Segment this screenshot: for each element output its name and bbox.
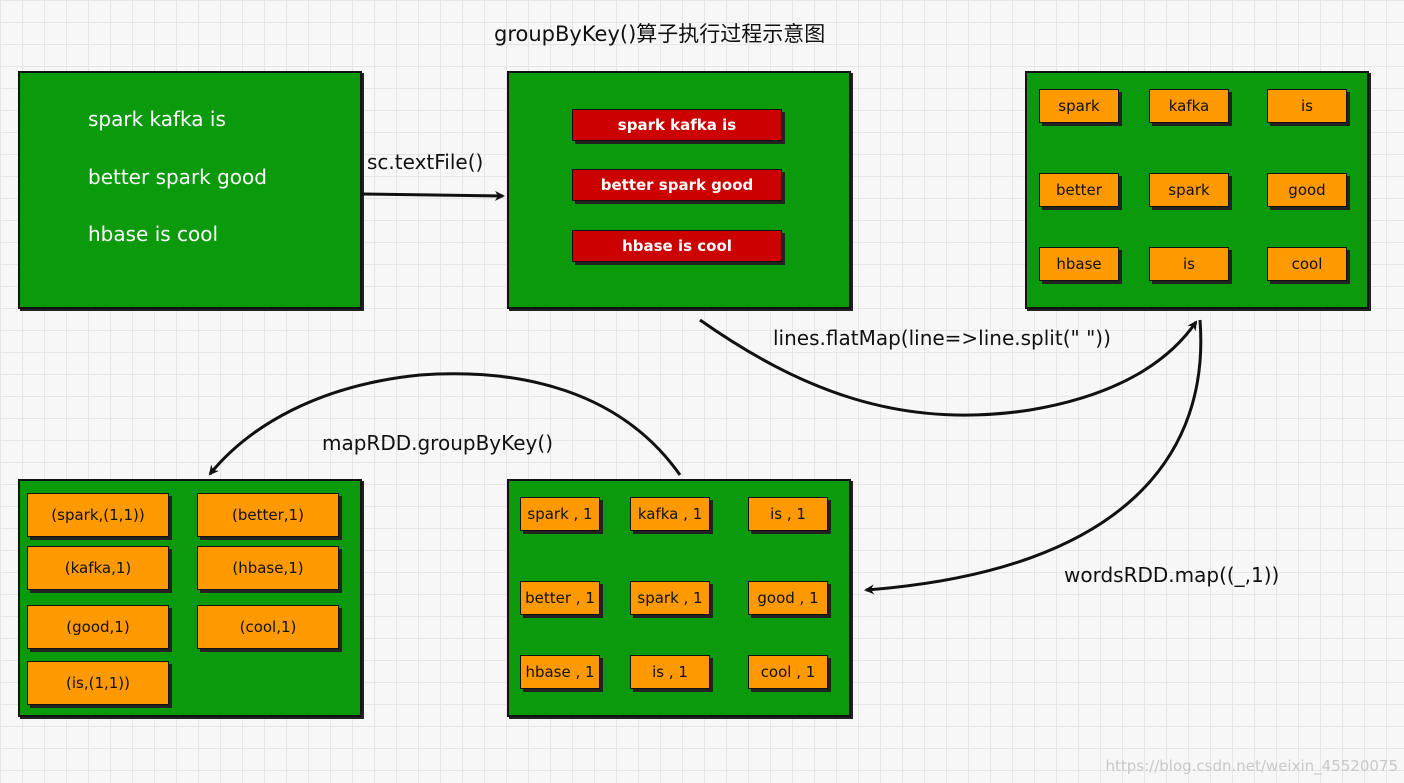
pair-record: is , 1 (748, 497, 828, 531)
pair-record: spark , 1 (630, 581, 710, 615)
word-record: is (1267, 89, 1347, 123)
line-record: spark kafka is (572, 109, 782, 141)
group-record: (spark,(1,1)) (27, 493, 169, 537)
pair-record: spark , 1 (520, 497, 600, 531)
lines-rdd-panel: spark kafka is better spark good hbase i… (507, 71, 851, 309)
word-record: hbase (1039, 247, 1119, 281)
grouped-rdd-panel: (spark,(1,1)) (better,1) (kafka,1) (hbas… (18, 479, 362, 717)
line-record: better spark good (572, 169, 782, 201)
pair-record: better , 1 (520, 581, 600, 615)
pair-record: is , 1 (630, 655, 710, 689)
group-record: (is,(1,1)) (27, 661, 169, 705)
map-label: wordsRDD.map((_,1)) (1064, 563, 1280, 587)
word-record: good (1267, 173, 1347, 207)
text-file-panel: spark kafka is better spark good hbase i… (18, 71, 362, 309)
text-line: better spark good (88, 165, 267, 189)
watermark: https://blog.csdn.net/weixin_45520075 (1105, 757, 1398, 775)
line-record: hbase is cool (572, 230, 782, 262)
group-record: (kafka,1) (27, 546, 169, 590)
textfile-label: sc.textFile() (367, 150, 484, 174)
word-record: kafka (1149, 89, 1229, 123)
group-record: (better,1) (197, 493, 339, 537)
flatmap-label: lines.flatMap(line=>line.split(" ")) (773, 326, 1111, 350)
word-record: spark (1039, 89, 1119, 123)
pair-record: good , 1 (748, 581, 828, 615)
diagram-title: groupByKey()算子执行过程示意图 (494, 22, 826, 46)
map-rdd-panel: spark , 1 kafka , 1 is , 1 better , 1 sp… (507, 479, 851, 717)
text-line: spark kafka is (88, 107, 226, 131)
word-record: spark (1149, 173, 1229, 207)
word-record: is (1149, 247, 1229, 281)
textfile-arrow (361, 190, 505, 201)
groupbykey-arrow (208, 372, 682, 476)
word-record: better (1039, 173, 1119, 207)
word-record: cool (1267, 247, 1347, 281)
words-rdd-panel: spark kafka is better spark good hbase i… (1025, 71, 1369, 309)
pair-record: hbase , 1 (520, 655, 600, 689)
pair-record: kafka , 1 (630, 497, 710, 531)
group-record: (hbase,1) (197, 546, 339, 590)
map-arrow (864, 319, 1203, 595)
pair-record: cool , 1 (748, 655, 828, 689)
text-line: hbase is cool (88, 222, 219, 246)
groupbykey-label: mapRDD.groupByKey() (322, 431, 553, 455)
group-record: (good,1) (27, 605, 169, 649)
group-record: (cool,1) (197, 605, 339, 649)
